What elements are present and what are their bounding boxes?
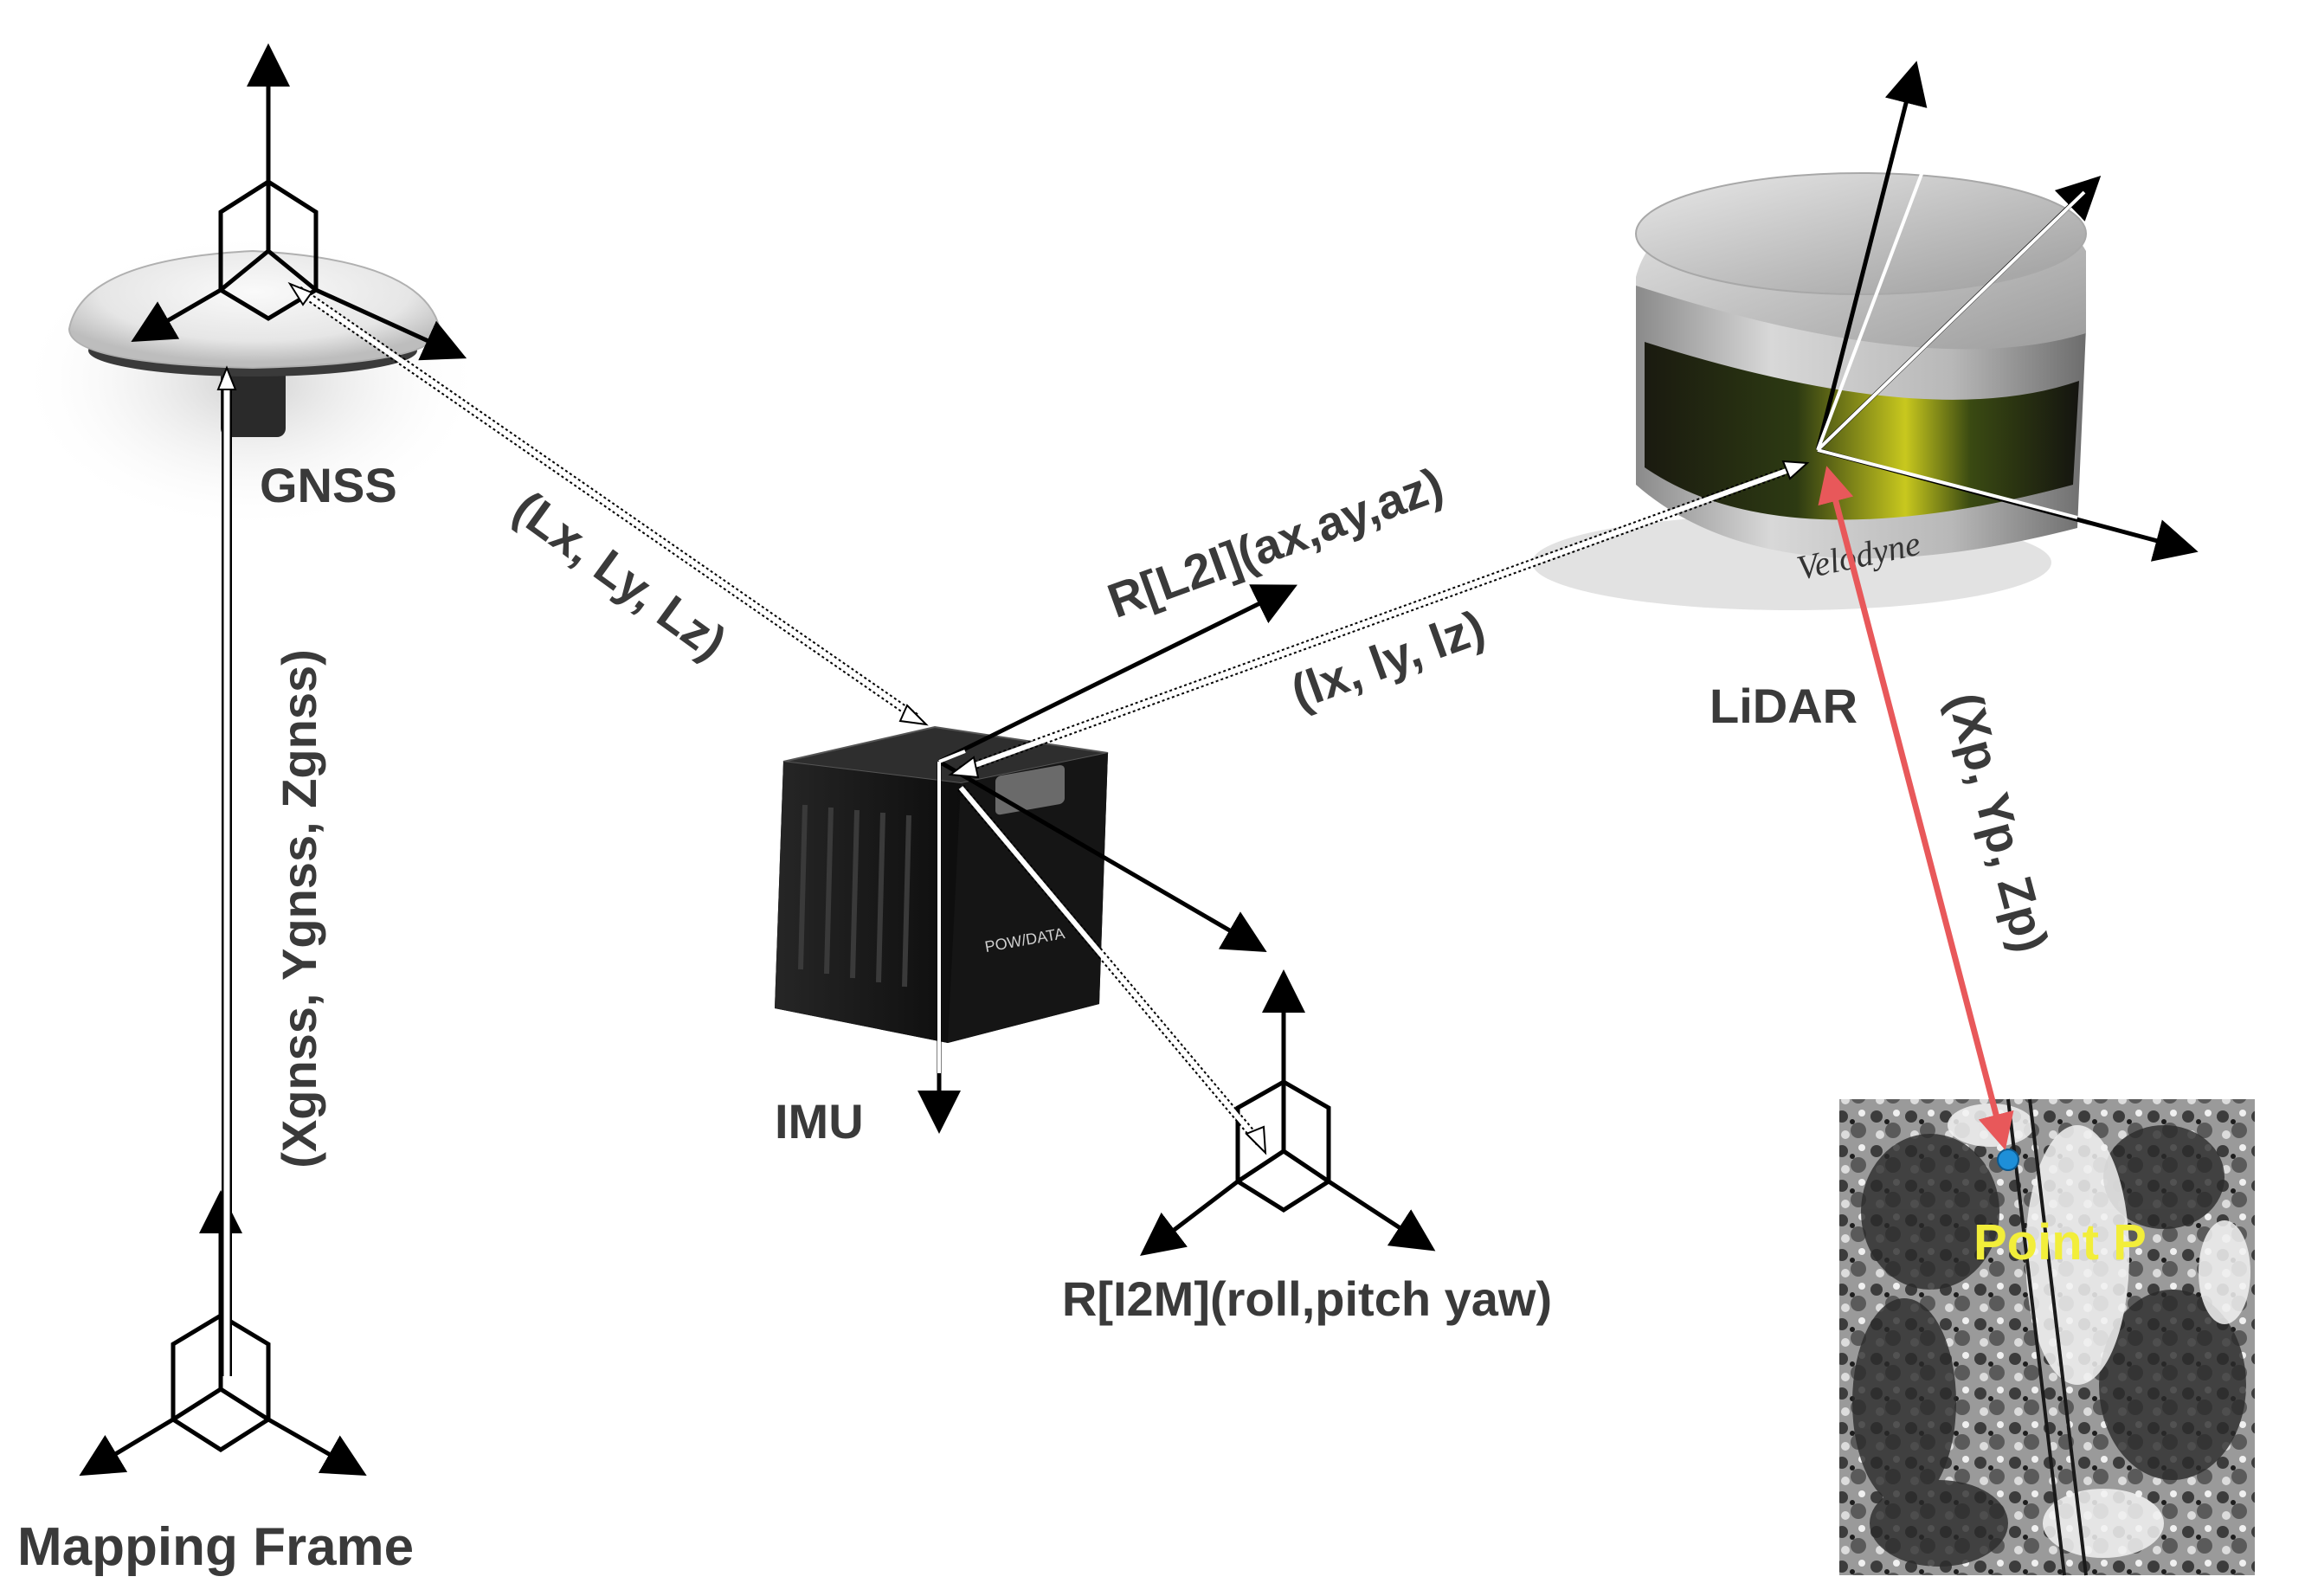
rotation-i2m-label: R[I2M](roll,pitch yaw) <box>1062 1271 1552 1326</box>
gnss-position-label: (Xgnss, Ygnss, Zgnss) <box>272 649 326 1168</box>
lidar-label: LiDAR <box>1709 679 1858 733</box>
rotation-l2i-label: R[L2I](ax,ay,az) <box>1100 457 1450 628</box>
gnss-imu-lever-arm <box>287 281 929 726</box>
mapping-axis-frame <box>79 1190 367 1477</box>
i2m-axis-frame <box>1140 969 1436 1257</box>
lever-arm-gnss-label: (Lx, Ly, Lz) <box>504 480 737 670</box>
lidar-sensor: Velodyne <box>1532 172 2087 610</box>
gnss-axis-frame <box>131 43 467 361</box>
point-coords-label: (Xp, Yp, Zp) <box>1938 687 2059 958</box>
gnss-label: GNSS <box>260 458 397 512</box>
point-p-marker <box>1997 1149 2019 1171</box>
imu-axis-frame <box>917 584 1297 1134</box>
point-cloud-map <box>1839 1098 2255 1576</box>
imu-map-vector <box>957 784 1267 1155</box>
gnss-antenna <box>17 229 485 532</box>
imu-label: IMU <box>775 1094 864 1149</box>
point-p-label: Point P <box>1973 1214 2147 1271</box>
lidar-point-ray <box>1818 466 2014 1150</box>
gnss-position-vector <box>216 365 237 1376</box>
mapping-frame-label: Mapping Frame <box>17 1517 414 1577</box>
imu-lidar-lever-arm <box>948 460 1810 779</box>
imu-unit: POW/DATA <box>775 725 1109 1043</box>
